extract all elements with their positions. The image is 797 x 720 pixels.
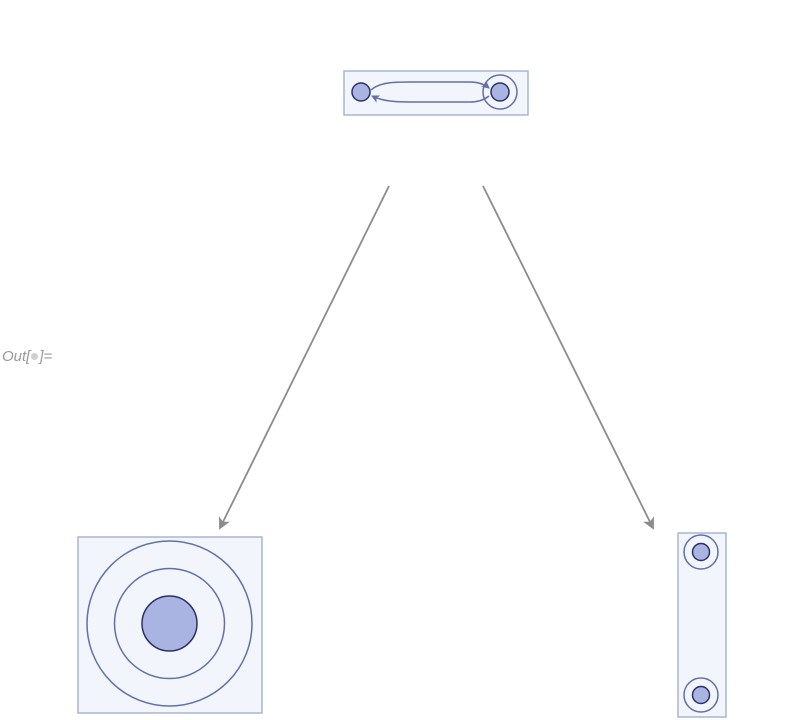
output-suffix: ]= xyxy=(39,348,53,365)
state-top xyxy=(691,542,711,562)
bottom-left-node xyxy=(77,536,263,714)
outer-ring xyxy=(86,540,253,707)
arrow-to-bottom-right xyxy=(482,185,654,530)
middle-ring xyxy=(113,567,226,680)
cell-number-placeholder-icon xyxy=(31,352,39,360)
output-label: Out[ ]= xyxy=(2,348,52,365)
state-top-ring xyxy=(683,534,719,570)
state-right-ring xyxy=(482,74,518,110)
state-right xyxy=(490,82,510,102)
state-center xyxy=(141,595,198,652)
state-bottom-ring xyxy=(683,677,719,713)
bottom-right-node xyxy=(677,532,727,718)
top-node xyxy=(343,70,529,116)
state-bottom xyxy=(691,685,711,705)
state-left xyxy=(351,82,371,102)
arrow-to-bottom-left xyxy=(219,185,390,530)
output-prefix: Out[ xyxy=(2,348,31,365)
